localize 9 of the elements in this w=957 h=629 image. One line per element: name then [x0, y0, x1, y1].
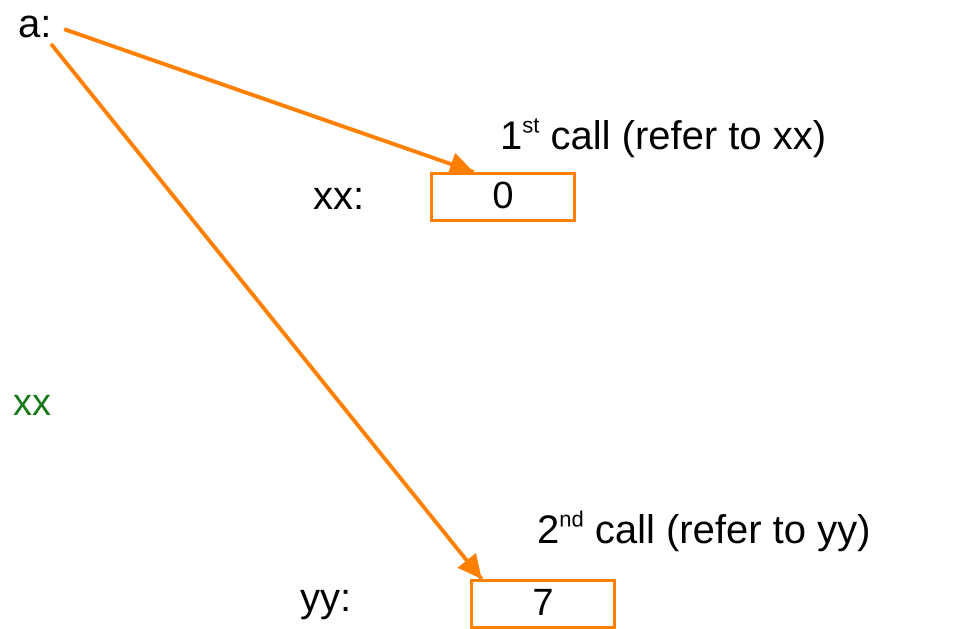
- value-box: 0: [430, 172, 576, 222]
- variable-label: a:: [18, 4, 52, 44]
- call-note: 2$^{nd}$ call (refer to yy): [537, 510, 870, 550]
- variable-label: xx:: [313, 176, 364, 216]
- arrow: [49, 42, 484, 580]
- value-box: 7: [470, 579, 616, 629]
- variable-name: xx: [13, 384, 51, 422]
- variable-label: yy:: [300, 578, 352, 618]
- call-note: 1$^{st}$ call (refer to xx): [500, 116, 826, 156]
